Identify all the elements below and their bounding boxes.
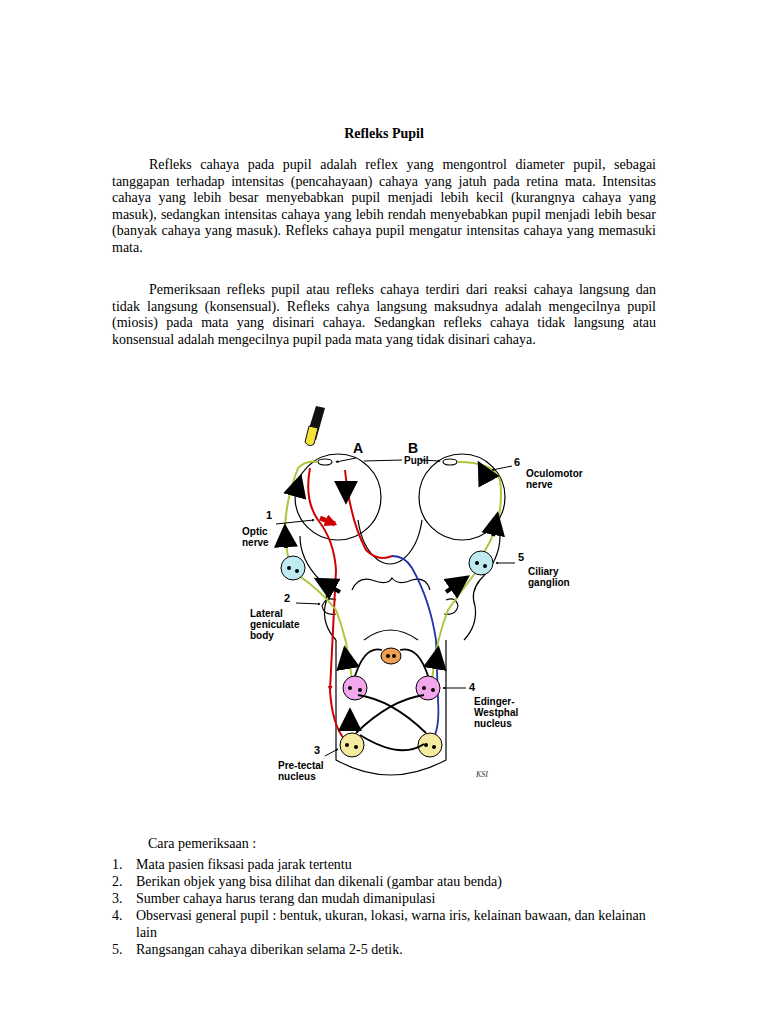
part-label: Lateral geniculate body bbox=[250, 608, 310, 641]
oculomotor-pathway bbox=[285, 462, 501, 680]
list-number: 4. bbox=[112, 908, 134, 925]
eye-letter: B bbox=[408, 441, 428, 456]
list-item: Mata pasien fiksasi pada jarak tertentu bbox=[136, 857, 656, 874]
body-paragraph: Pemeriksaan refleks pupil atau refleks c… bbox=[112, 282, 656, 348]
part-label: Ciliary ganglion bbox=[528, 566, 588, 588]
part-label: Pupil bbox=[404, 455, 444, 466]
list-number: 1. bbox=[112, 857, 134, 874]
page-title: Refleks Pupil bbox=[112, 126, 656, 143]
callout-number: 5 bbox=[518, 551, 532, 563]
list-item: Berikan objek yang bisa dilihat dan dike… bbox=[136, 874, 656, 891]
list-item: Sumber cahaya harus terang dan mudah dim… bbox=[136, 891, 656, 908]
interneuron bbox=[355, 649, 428, 750]
list-number: 5. bbox=[112, 942, 134, 959]
body-paragraph: Refleks cahaya pada pupil adalah reflex … bbox=[112, 157, 656, 257]
part-label: Oculomotor nerve bbox=[526, 468, 596, 490]
watermark: KSI bbox=[476, 770, 506, 779]
list-item: Rangsangan cahaya diberikan selama 2-5 d… bbox=[136, 942, 656, 959]
list-item: Observasi general pupil : bentuk, ukuran… bbox=[136, 908, 656, 941]
eyeball bbox=[295, 454, 505, 540]
light-source bbox=[305, 406, 325, 446]
callout-number: 2 bbox=[284, 592, 298, 604]
direction-arrow bbox=[285, 465, 497, 728]
callout-number: 4 bbox=[469, 681, 483, 693]
optic-pathway-crossed bbox=[392, 556, 438, 740]
part-label: Optic nerve bbox=[242, 526, 278, 548]
list-number: 2. bbox=[112, 874, 134, 891]
list-number: 3. bbox=[112, 891, 134, 908]
list-heading: Cara pemeriksaan : bbox=[148, 836, 448, 853]
optic-pathway bbox=[308, 468, 392, 740]
nucleus bbox=[281, 551, 493, 757]
part-label: Edinger-Westphal nucleus bbox=[474, 696, 538, 729]
brain-outline bbox=[300, 520, 500, 775]
callout-number: 6 bbox=[514, 456, 528, 468]
synapse-dot bbox=[287, 561, 487, 749]
callout-number: 1 bbox=[266, 509, 280, 521]
part-label: Pre-tectal nucleus bbox=[278, 760, 338, 782]
callout-number: 3 bbox=[314, 744, 328, 756]
eye-letter: A bbox=[353, 441, 373, 456]
